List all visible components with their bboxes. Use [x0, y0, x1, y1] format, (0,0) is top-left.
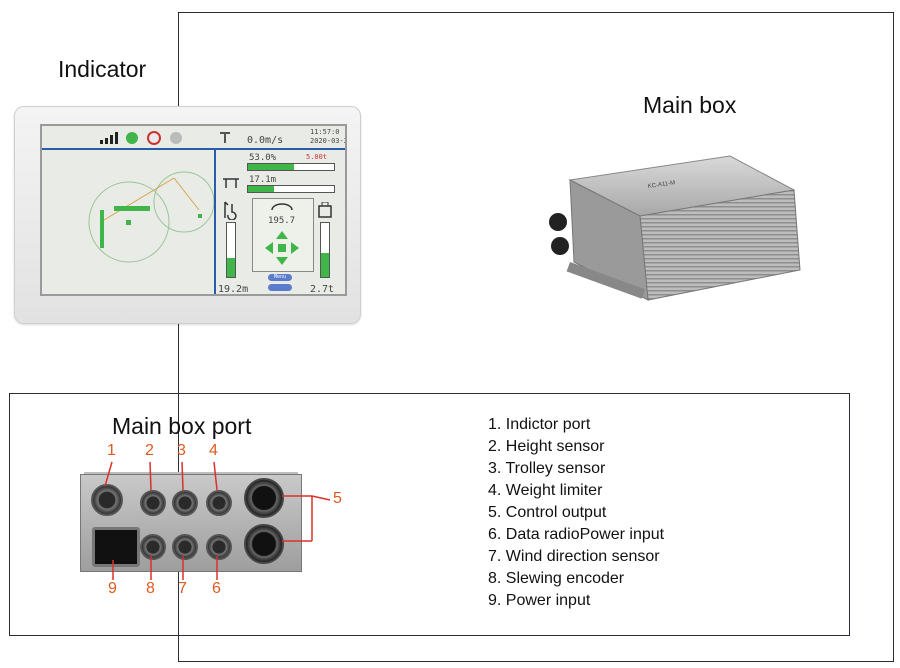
main-box-title: Main box [643, 92, 737, 118]
menu-button[interactable]: Menu [268, 274, 292, 281]
port-legend-item: 9. Power input [488, 592, 591, 609]
port-number-6: 6 [212, 580, 221, 597]
main-box-frame [178, 12, 894, 662]
port-number-8: 8 [146, 580, 155, 597]
direction-arrows-icon [264, 230, 300, 269]
slew-radar [88, 171, 214, 263]
height-vbar [226, 222, 236, 278]
slew-angle-readout: 195.7 [268, 216, 296, 226]
port-legend-item: 6. Data radioPower input [488, 526, 665, 543]
port-number-7: 7 [178, 580, 187, 597]
hook-icon [222, 200, 240, 223]
crane-icon [218, 130, 232, 147]
percent-readout: 53.0% [249, 153, 277, 163]
port-8-connector [140, 534, 166, 560]
port-4-connector [206, 490, 232, 516]
port-legend-item: 2. Height sensor [488, 438, 605, 455]
port-number-1: 1 [107, 442, 116, 459]
port-number-2: 2 [145, 442, 154, 459]
port-number-5: 5 [333, 490, 342, 507]
speed-readout: 0.0m/s [247, 135, 284, 146]
port-number-9: 9 [108, 580, 117, 597]
secondary-button[interactable] [268, 284, 292, 291]
rotate-icon [268, 200, 296, 217]
load-readout: 2.7t [310, 284, 335, 295]
indicator-title: Indicator [58, 56, 147, 82]
status-icons [124, 130, 194, 149]
load-percent-bar [247, 163, 335, 171]
main-box-label: KC-A11-M [647, 180, 675, 190]
port-legend-item: 8. Slewing encoder [488, 570, 625, 587]
port-5b-connector [244, 524, 284, 564]
port-6-connector [206, 534, 232, 560]
port-legend-item: 4. Weight limiter [488, 482, 603, 499]
load-vbar [320, 222, 330, 278]
time-readout: 11:57:0 [310, 128, 340, 136]
port-legend-item: 1. Indictor port [488, 416, 591, 433]
trolley-readout: 17.1m [249, 175, 277, 185]
port-5a-connector [244, 478, 284, 518]
main-box-device: KC-A11-M [549, 155, 801, 301]
main-box-port-title: Main box port [112, 413, 252, 439]
port-legend-item: 3. Trolley sensor [488, 460, 606, 477]
wind-readout: 5.00t [306, 153, 328, 161]
port-7-connector [172, 534, 198, 560]
height-readout: 19.2m [218, 284, 249, 295]
indicator-screen: 0.0m/s 11:57:0 2020-03-2 53.0% 5.00t 17.… [40, 124, 347, 296]
port-legend-list: 1. Indictor port 2. Height sensor 3. Tro… [488, 414, 664, 612]
date-readout: 2020-03-2 [310, 137, 347, 145]
port-1-connector [91, 484, 123, 516]
port-number-4: 4 [209, 442, 218, 459]
signal-icon [100, 132, 122, 147]
port-legend-item: 7. Wind direction sensor [488, 548, 660, 565]
main-box-port-frame [9, 393, 850, 636]
trolley-icon [222, 176, 240, 193]
weight-icon [318, 201, 332, 221]
port-number-3: 3 [177, 442, 186, 459]
trolley-bar [247, 185, 335, 193]
port-legend-item: 5. Control output [488, 504, 607, 521]
port-3-connector [172, 490, 198, 516]
port-9-power-socket [92, 527, 140, 567]
port-2-connector [140, 490, 166, 516]
